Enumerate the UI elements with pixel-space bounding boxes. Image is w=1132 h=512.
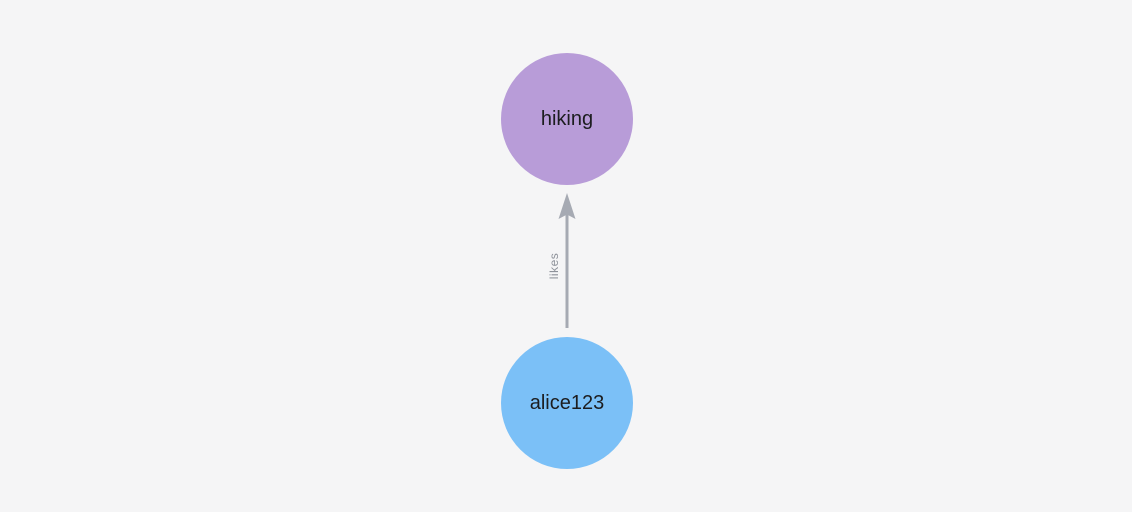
node-label-hiking: hiking: [540, 108, 594, 130]
edge-label-likes: likes: [547, 252, 561, 280]
node-hiking[interactable]: hiking: [501, 53, 633, 185]
node-alice123[interactable]: alice123: [501, 337, 633, 469]
arrowhead-icon: [558, 193, 576, 219]
edge-alice123-likes-hiking[interactable]: [558, 193, 576, 328]
node-label-alice123: alice123: [529, 392, 605, 414]
